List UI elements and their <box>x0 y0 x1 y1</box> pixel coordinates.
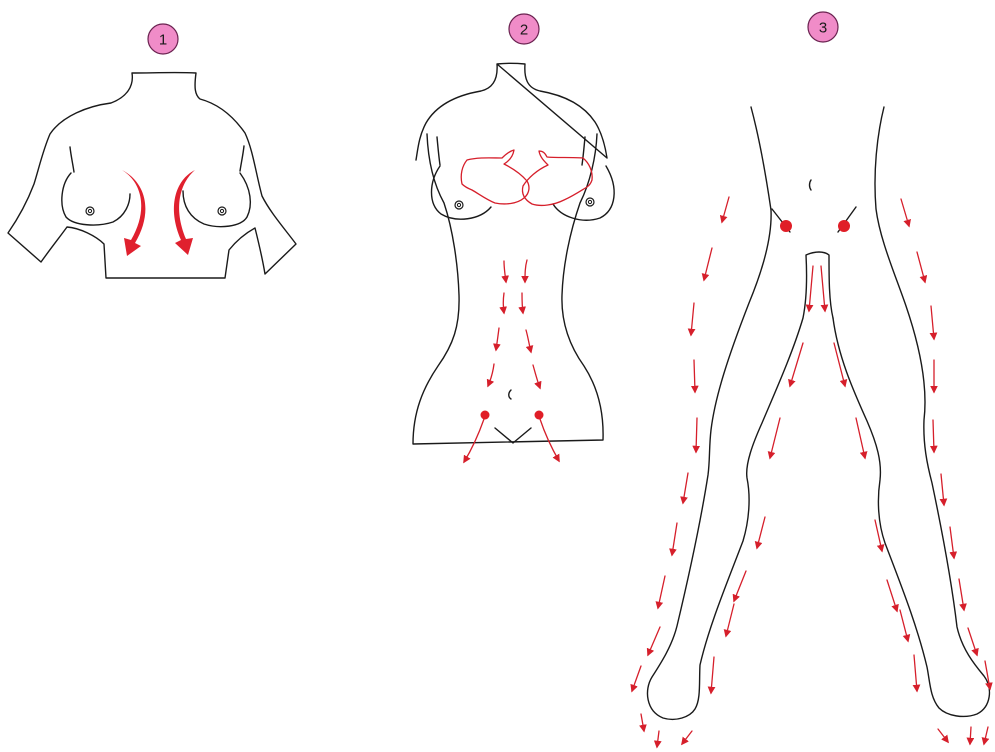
chest-figure <box>8 73 296 278</box>
right-outer-arrow-6 <box>941 474 944 505</box>
right-inner-arrow-3 <box>856 418 865 458</box>
abdomen-arrow-1 <box>504 261 506 282</box>
left-outer-arrow-4 <box>694 360 695 392</box>
chest-left-crease <box>70 147 74 172</box>
left-foot-arrow-1 <box>641 714 644 731</box>
right-foot-arrow-3 <box>984 727 988 744</box>
abdomen-arrow-3 <box>503 293 504 313</box>
left-inner-arrow-4 <box>757 517 765 548</box>
torso-right-nipple-icon <box>586 198 594 206</box>
right-outer-arrow-5 <box>933 420 934 452</box>
right-outer-arrow-10 <box>985 661 990 689</box>
torso-right-point <box>535 411 544 420</box>
left-outer-arrow-7 <box>672 523 677 555</box>
right-outer-arrow-7 <box>950 527 954 558</box>
right-leg-outer <box>833 107 989 716</box>
left-leg-outer <box>647 107 833 719</box>
right-hand-outline <box>522 151 592 205</box>
left-inner-arrow-6 <box>726 604 734 636</box>
groin-v <box>495 428 531 443</box>
left-outer-arrow-6 <box>683 473 688 503</box>
torso-left-exit-arrow <box>464 419 484 462</box>
chest-outline <box>8 73 296 278</box>
abdomen-arrow-6 <box>526 330 531 352</box>
torso-figure <box>413 63 614 462</box>
right-inner-arrow-7 <box>914 655 917 691</box>
left-outer-arrow-10 <box>632 666 641 691</box>
right-inner-arrow-1 <box>821 266 825 311</box>
left-hand-outline <box>461 150 529 204</box>
right-outer-arrow-2 <box>917 252 925 282</box>
left-curved-arrow-icon <box>122 170 145 256</box>
left-outer-arrow-3 <box>691 303 694 335</box>
step-badge-2: 2 <box>509 14 539 44</box>
right-outer-arrow-8 <box>959 579 964 610</box>
navel-mark <box>509 390 511 399</box>
torso-outline <box>413 63 607 444</box>
left-inner-arrow-5 <box>734 571 746 601</box>
right-breast-outline <box>183 173 250 227</box>
left-foot-arrow-2 <box>657 731 659 747</box>
abdomen-arrow-8 <box>533 365 540 388</box>
left-outer-arrow-1 <box>722 197 729 222</box>
torso-right-shoulder-crease <box>582 137 585 165</box>
torso-left-nipple-icon <box>455 201 463 209</box>
left-outer-arrow-8 <box>658 576 665 608</box>
left-breast-outline <box>62 173 130 225</box>
right-hip-point <box>838 220 850 232</box>
torso-right-exit-arrow <box>540 419 559 461</box>
right-inner-arrow-5 <box>887 580 897 611</box>
pelvis-mark <box>810 180 812 190</box>
right-nipple-icon <box>218 207 226 215</box>
abdomen-arrow-7 <box>488 364 494 386</box>
right-foot-arrow-1 <box>938 729 948 742</box>
torso-right-breast <box>553 166 614 220</box>
right-outer-arrow-3 <box>931 306 934 339</box>
right-inner-arrow-6 <box>900 610 908 641</box>
left-inner-arrow-7 <box>711 657 714 693</box>
step-badge-3: 3 <box>808 12 838 42</box>
step-number-2: 2 <box>520 22 528 39</box>
step-badge-1: 1 <box>148 24 178 54</box>
right-curved-arrow-icon <box>174 170 195 255</box>
torso-left-shoulder-crease <box>437 137 440 165</box>
left-outer-arrow-2 <box>704 248 712 280</box>
left-foot-arrow-3 <box>682 731 692 744</box>
step-number-1: 1 <box>159 32 167 49</box>
abdomen-arrow-4 <box>522 293 523 313</box>
chest-right-crease <box>240 146 244 171</box>
legs-figure <box>632 107 990 747</box>
abdomen-arrow-5 <box>496 328 499 350</box>
left-inner-arrow-1 <box>809 266 813 311</box>
step-number-3: 3 <box>819 20 827 37</box>
right-foot-arrow-2 <box>970 727 971 744</box>
left-nipple-icon <box>86 207 94 215</box>
right-inner-arrow-4 <box>875 520 882 551</box>
right-outer-arrow-9 <box>968 628 977 655</box>
torso-left-point <box>481 411 490 420</box>
left-inner-arrow-3 <box>770 418 780 458</box>
right-outer-arrow-1 <box>901 199 909 226</box>
left-hip-point <box>780 220 792 232</box>
left-outer-arrow-9 <box>648 627 660 655</box>
left-outer-arrow-5 <box>696 418 697 452</box>
abdomen-arrow-2 <box>525 260 527 282</box>
